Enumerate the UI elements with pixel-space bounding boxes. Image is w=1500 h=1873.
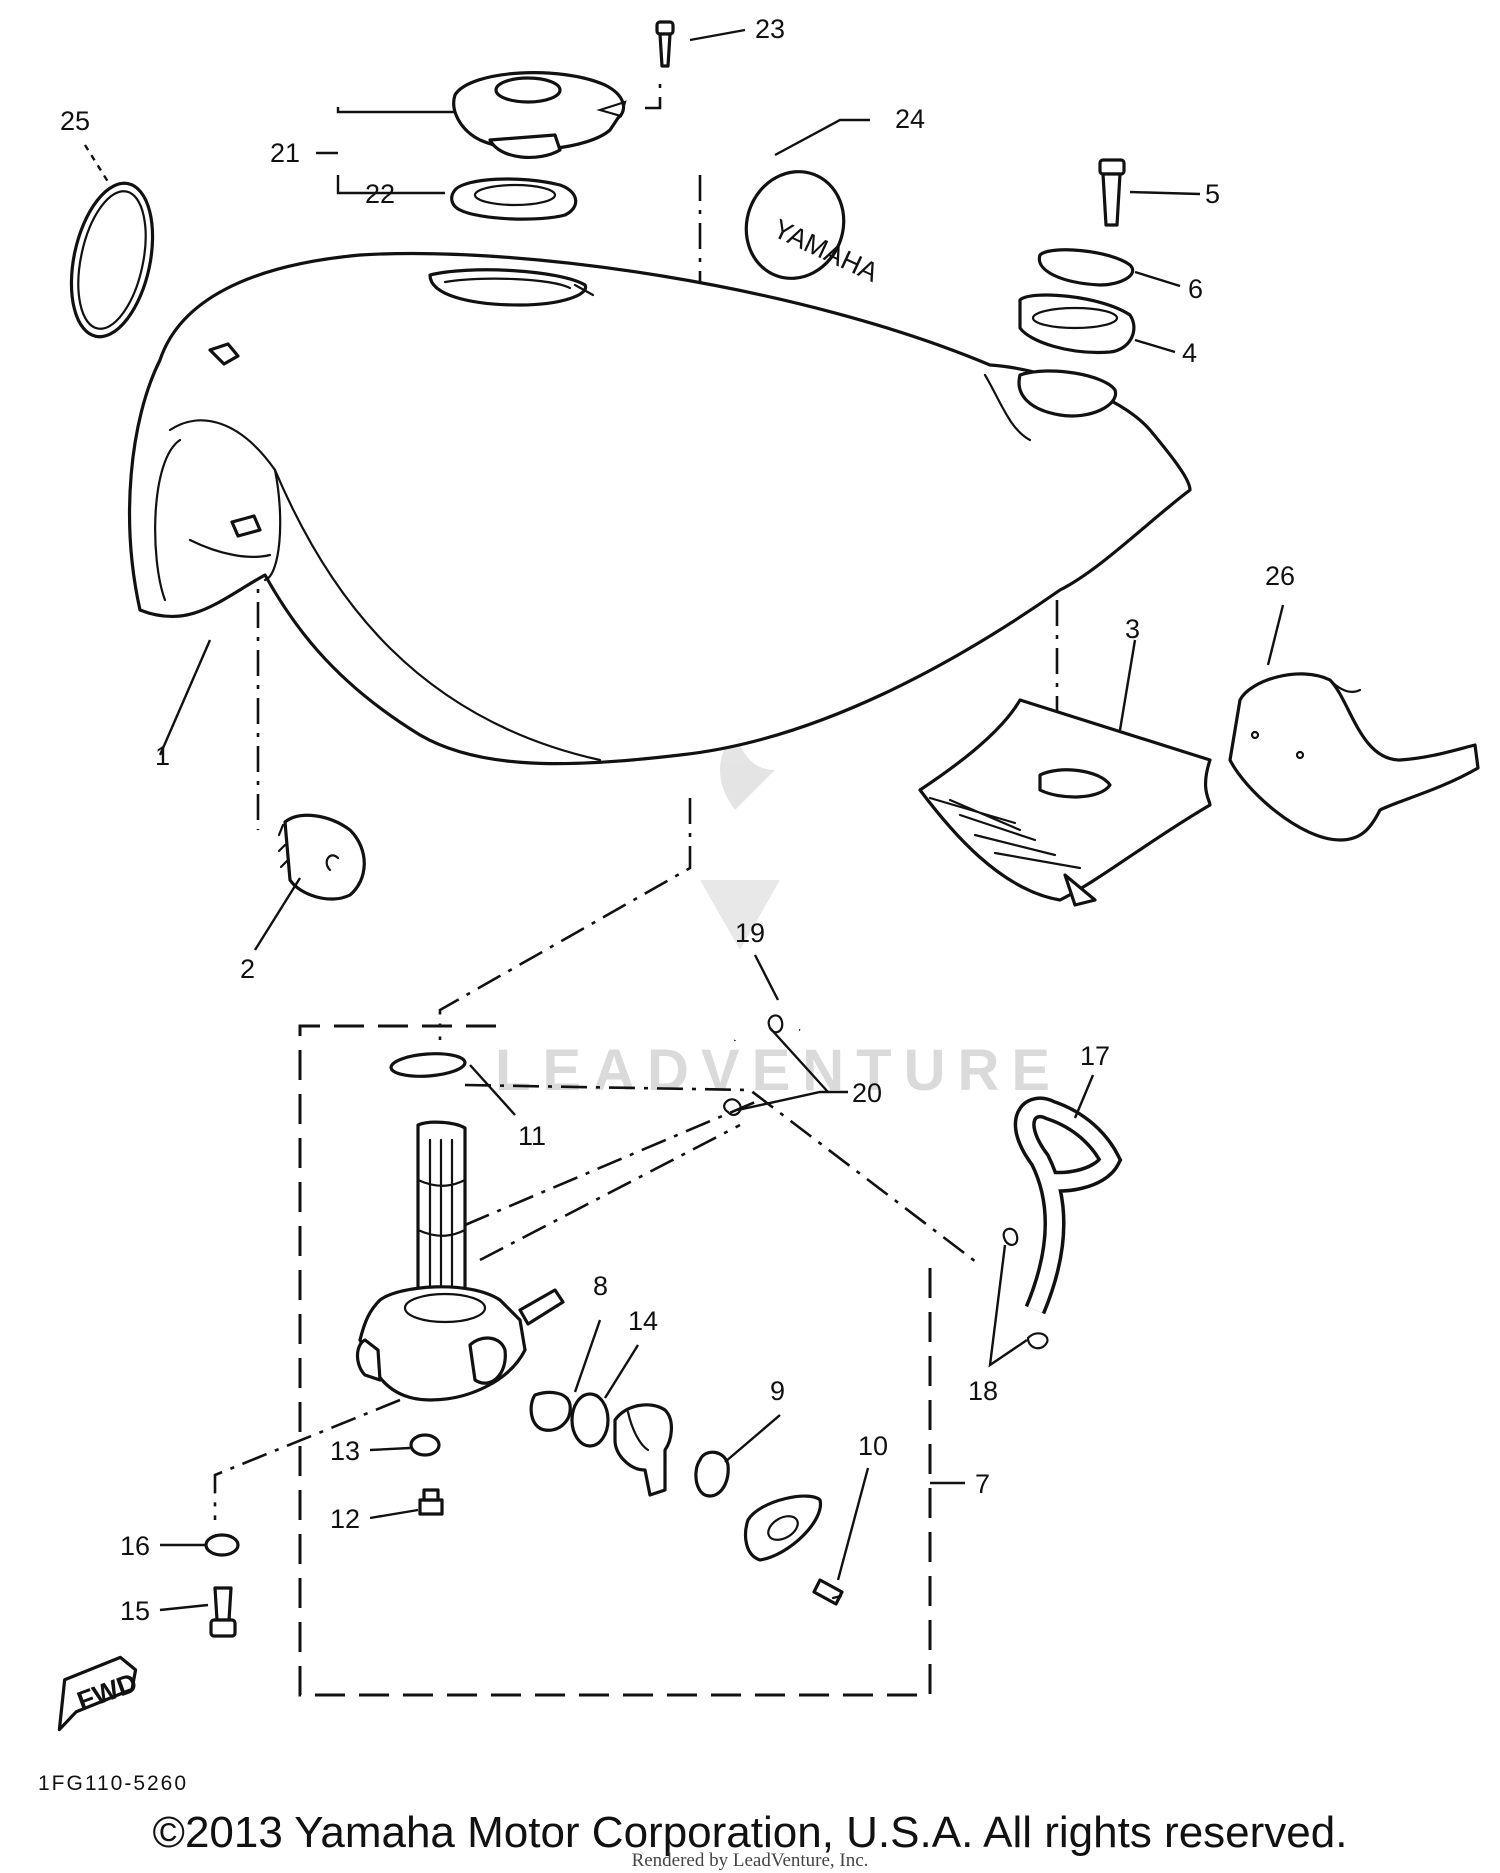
bolt-5 [1098,158,1126,227]
callout-8: 8 [593,1271,608,1301]
callout-11: 11 [518,1121,546,1151]
callout-7: 7 [975,1469,990,1499]
callout-26: 26 [1265,561,1295,591]
callout-17: 17 [1080,1041,1110,1071]
fuel-tank [127,251,1192,766]
callout-12: 12 [330,1504,360,1534]
washer-13 [409,1433,441,1457]
diagram-code: 1FG110-5260 [38,1772,188,1795]
leader-lines [83,28,1285,1612]
callout-19: 19 [735,918,765,948]
part-8 [529,1390,572,1432]
fuel-cock-assembly-box [298,1024,932,1697]
callout-2: 2 [240,954,255,984]
callout-9: 9 [770,1376,785,1406]
callout-1: 1 [155,741,170,771]
callout-22: 22 [365,179,395,209]
screw-23 [655,20,675,68]
fuel-cock [355,1120,565,1402]
washer-16 [204,1533,240,1557]
rendered-by-credit: Rendered by LeadVenture, Inc. [631,1850,869,1871]
damper-4 [1018,293,1136,355]
washer-plate [1037,248,1135,287]
callout-20: 20 [852,1078,882,1108]
side-cover-26 [1228,672,1480,842]
cap-gasket [450,177,578,221]
callout-18: 18 [968,1376,998,1406]
callout-numbers: 1 2 3 4 5 6 7 8 9 10 11 12 13 14 15 16 1… [60,14,1295,1626]
leadventure-watermark: LEADVENTURE [495,730,1062,1103]
screw-10 [812,1578,844,1606]
heat-guard [918,698,1212,907]
o-ring-14 [570,1392,610,1448]
callout-16: 16 [120,1531,150,1561]
fuel-cock-lever [613,1403,673,1497]
forward-arrow-icon: FWD [57,1655,141,1732]
gasket-11 [389,1052,467,1078]
callout-13: 13 [330,1436,360,1466]
copyright-notice: ©2013 Yamaha Motor Corporation, U.S.A. A… [152,1808,1348,1857]
callout-6: 6 [1188,274,1203,304]
callout-14: 14 [628,1306,658,1336]
filler-cap [452,71,627,160]
lever-plate [744,1494,823,1562]
tank-cap-2 [277,813,366,901]
callout-24: 24 [895,104,925,134]
callout-21: 21 [270,138,300,168]
callout-10: 10 [858,1431,888,1461]
bolt-15 [209,1586,237,1638]
callout-15: 15 [120,1596,150,1626]
drain-plug-12 [418,1488,444,1516]
yamaha-emblem: YAMAHA [744,170,883,288]
callout-5: 5 [1205,179,1220,209]
callout-23: 23 [755,14,785,44]
callout-25: 25 [60,106,90,136]
callout-3: 3 [1125,614,1140,644]
trim-ring [69,181,155,339]
watermark-text: LEADVENTURE [495,1038,1062,1103]
callout-4: 4 [1182,338,1197,368]
spring-9 [694,1450,730,1498]
